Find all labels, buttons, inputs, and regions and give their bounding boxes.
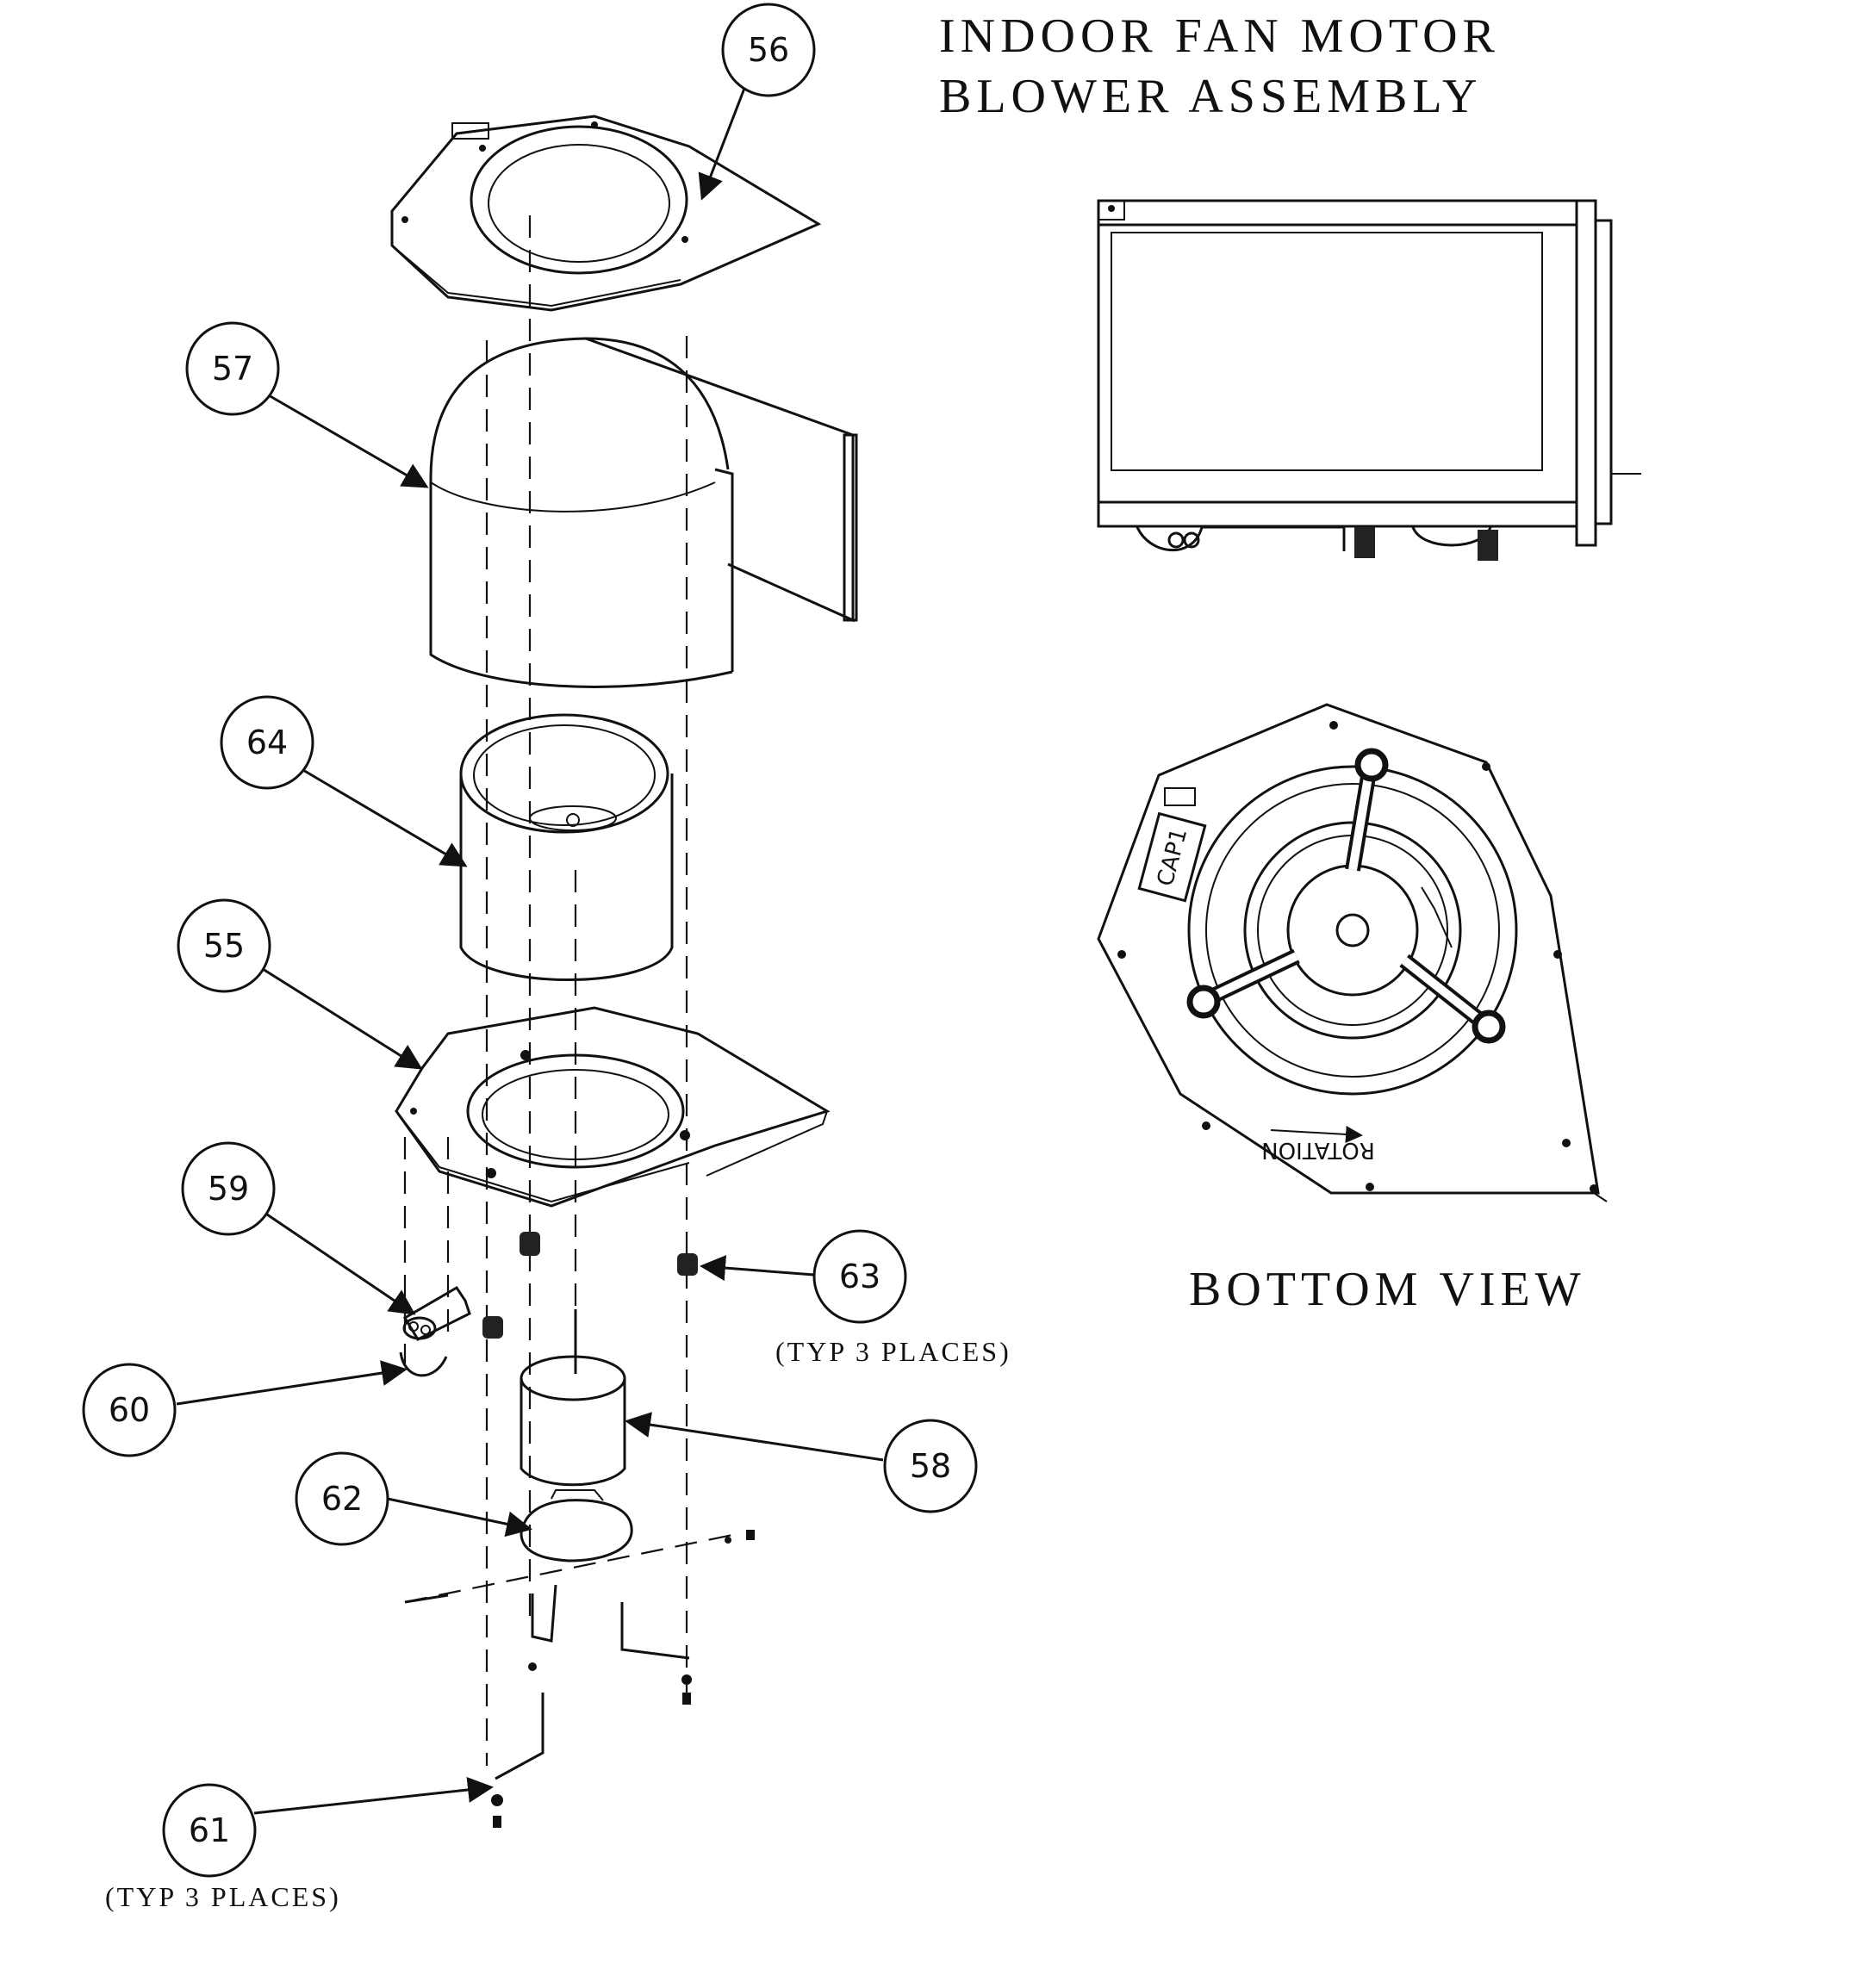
part-61-mounting-legs: [491, 1584, 692, 1828]
svg-text:59: 59: [208, 1170, 249, 1208]
callout-60: 60: [82, 1363, 177, 1457]
svg-text:55: 55: [203, 927, 245, 965]
bottom-view: CAP1 ROTATION: [1097, 703, 1608, 1202]
callout-59: 59: [181, 1141, 276, 1236]
callout-55: 55: [177, 898, 271, 993]
leader-lines: [176, 85, 884, 1815]
svg-text:58: 58: [910, 1447, 951, 1485]
callout-62: 62: [295, 1451, 389, 1546]
part-59-capacitor: [402, 1285, 471, 1341]
rotation-label: ROTATION: [1261, 1137, 1375, 1163]
bolts: [404, 1530, 755, 1604]
assembly-axis-lines: [403, 215, 742, 1766]
callout-63: 63: [812, 1229, 907, 1324]
note-typ-61: (TYP 3 PLACES): [105, 1881, 341, 1912]
part-60-capacitor-strap: [399, 1351, 448, 1377]
part-55-bottom-plate: [395, 1006, 831, 1208]
part-56-top-plate: [390, 115, 822, 312]
title-line-1: INDOOR FAN MOTOR: [939, 9, 1500, 63]
svg-text:62: 62: [321, 1480, 363, 1518]
svg-text:60: 60: [109, 1391, 150, 1429]
svg-text:57: 57: [212, 350, 253, 388]
part-58-motor: [520, 1309, 626, 1487]
side-view: [1097, 199, 1641, 561]
part-57-scroll-housing: [429, 337, 858, 688]
svg-text:64: 64: [246, 724, 288, 761]
part-64-blower-wheel: [459, 713, 674, 981]
part-62-mount-band: [520, 1489, 633, 1562]
note-typ-63: (TYP 3 PLACES): [775, 1336, 1011, 1367]
svg-text:56: 56: [748, 31, 789, 69]
callout-61: 61: [162, 1783, 257, 1878]
svg-text:61: 61: [189, 1811, 230, 1849]
callout-58: 58: [883, 1419, 978, 1513]
callout-56: 56: [721, 3, 816, 97]
callout-57: 57: [185, 321, 280, 416]
callout-64: 64: [220, 695, 314, 790]
cap-label: CAP1: [1153, 825, 1193, 889]
bottom-view-label: BOTTOM VIEW: [1189, 1263, 1586, 1316]
svg-text:63: 63: [839, 1258, 880, 1295]
title-line-2: BLOWER ASSEMBLY: [939, 70, 1482, 123]
part-63-grommets: [482, 1232, 698, 1339]
